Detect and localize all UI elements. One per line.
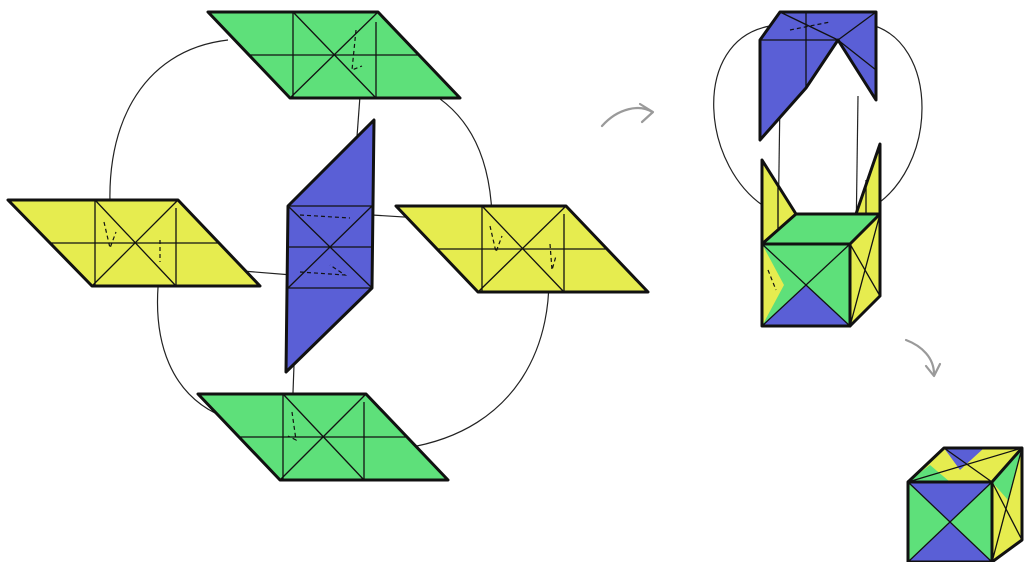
- unit-yellow-right: [396, 206, 648, 292]
- unit-green-top: [208, 12, 460, 98]
- partial-assembly: [714, 12, 922, 326]
- curved-arrow-1: [602, 104, 653, 126]
- unit-yellow-left: [8, 200, 260, 286]
- curved-arrow-2: [906, 340, 940, 376]
- finished-cube: [908, 448, 1022, 562]
- unit-blue-center: [286, 120, 374, 372]
- unit-green-bottom: [198, 394, 448, 480]
- unit-blue-center-body: [286, 120, 374, 372]
